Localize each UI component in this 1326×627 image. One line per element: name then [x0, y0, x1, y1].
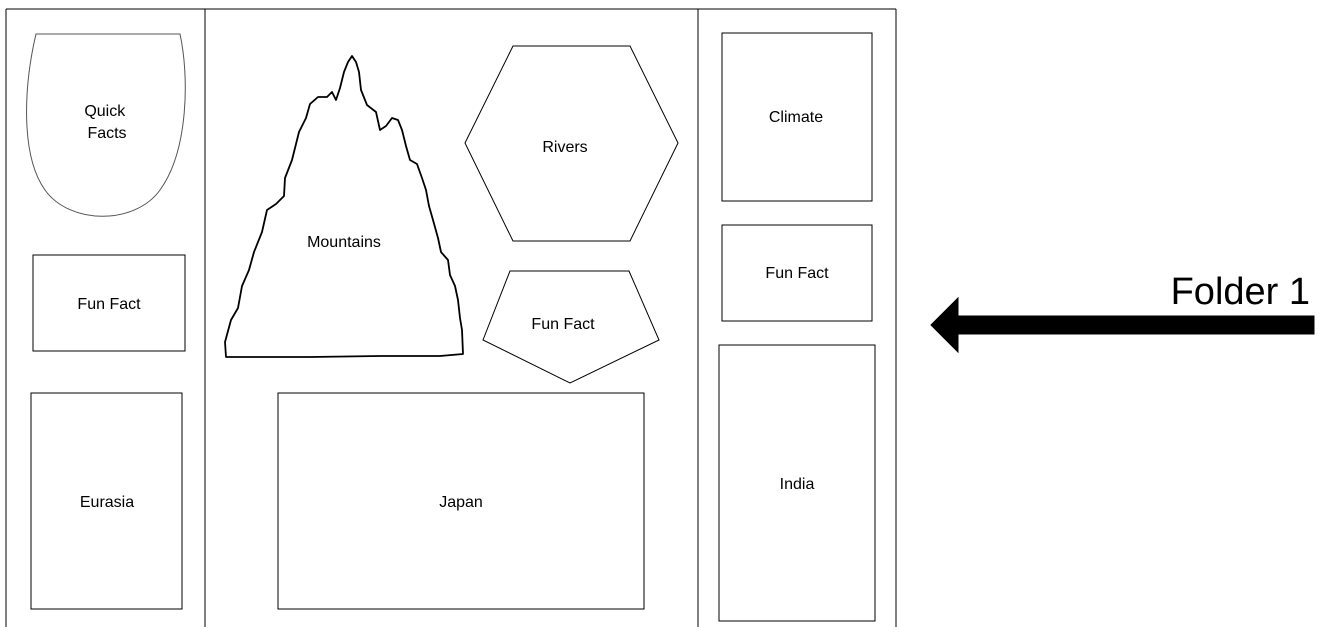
- japan-box: [277, 392, 645, 610]
- climate-label: Climate: [769, 109, 823, 126]
- quick-facts-shape: [26, 33, 186, 217]
- mountains-label: Mountains: [307, 234, 381, 251]
- left-fun-fact-label: Fun Fact: [77, 296, 141, 313]
- mountains-shape: [224, 55, 464, 358]
- folder-label: Folder 1: [1171, 271, 1310, 313]
- left-fun-fact-box: [32, 254, 186, 352]
- center-fun-fact-label: Fun Fact: [531, 316, 595, 333]
- quick-facts-line-2: Facts: [87, 125, 126, 142]
- rivers-hexagon: [464, 45, 679, 242]
- right-fun-fact-box: [721, 224, 873, 322]
- right-panel: Climate Fun Fact India: [718, 32, 876, 622]
- india-box: [718, 344, 876, 622]
- india-label: India: [780, 476, 815, 493]
- folder-outline: [5, 8, 897, 627]
- quick-facts-label: Quick Facts: [84, 103, 129, 142]
- callout: Folder 1: [930, 271, 1315, 354]
- eurasia-label: Eurasia: [80, 494, 134, 511]
- japan-label: Japan: [439, 494, 483, 511]
- center-fun-fact-pentagon: [482, 270, 660, 384]
- left-panel: Quick Facts Fun Fact Eurasia: [26, 33, 186, 610]
- rivers-label: Rivers: [542, 139, 587, 156]
- climate-box: [721, 32, 873, 202]
- left-arrow-icon: [930, 296, 1315, 354]
- center-panel: Mountains Rivers Fun Fact Japan: [224, 45, 679, 610]
- right-fun-fact-label: Fun Fact: [765, 265, 829, 282]
- eurasia-box: [30, 392, 183, 610]
- quick-facts-line-1: Quick: [84, 103, 126, 120]
